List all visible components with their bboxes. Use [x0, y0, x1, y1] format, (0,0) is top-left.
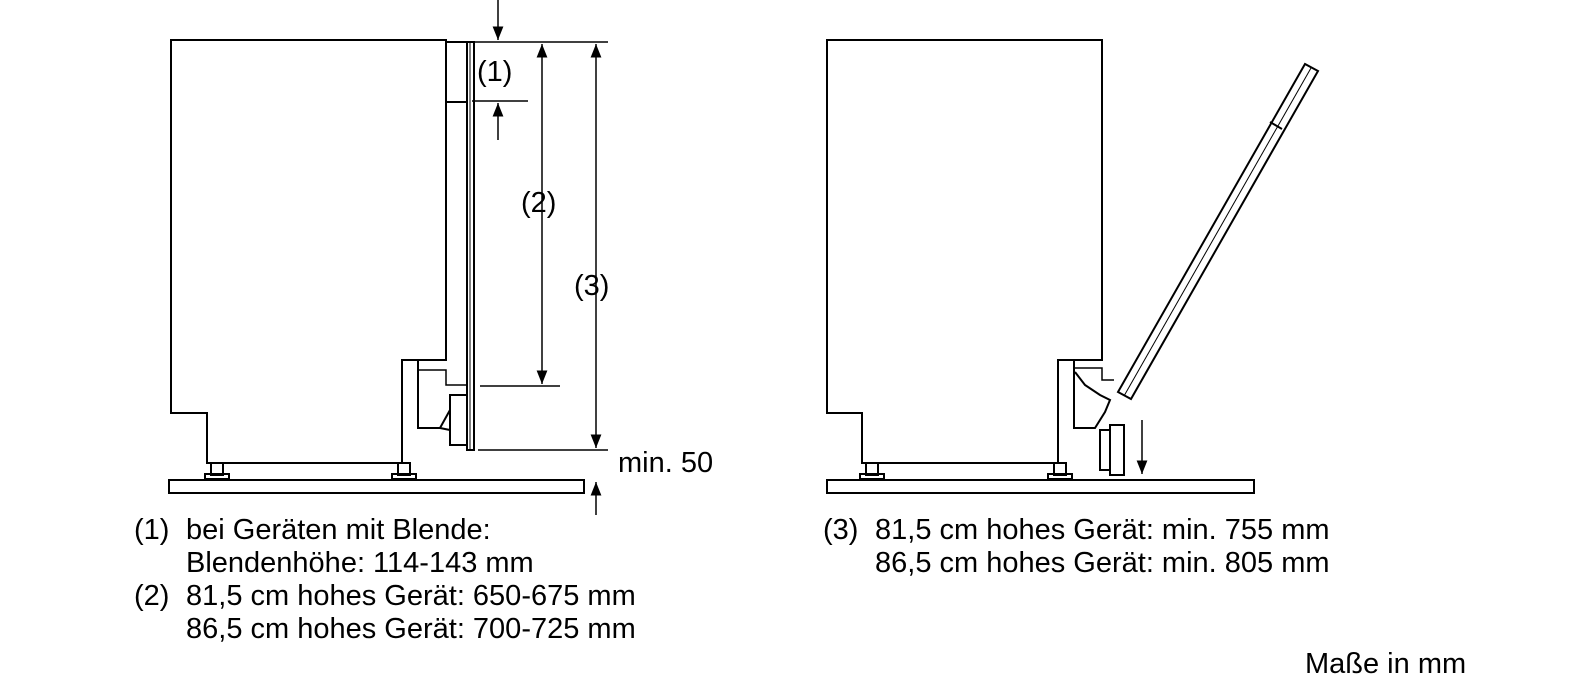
legend-num: (1)	[134, 514, 170, 546]
floor-right	[826, 479, 1255, 494]
legend-line: Blendenhöhe: 114-143 mm	[186, 547, 534, 579]
legend-item-1: (1) bei Geräten mit Blende: Blendenhöhe:…	[134, 514, 636, 580]
legend-item-2: (2) 81,5 cm hohes Gerät: 650-675 mm 86,5…	[134, 580, 636, 646]
legend-left: (1) bei Geräten mit Blende: Blendenhöhe:…	[134, 514, 636, 646]
legend-num: (2)	[134, 580, 170, 612]
legend-line: bei Geräten mit Blende:	[186, 514, 491, 546]
legend-line: 86,5 cm hohes Gerät: 700-725 mm	[186, 613, 636, 645]
legend-line: 86,5 cm hohes Gerät: min. 805 mm	[875, 547, 1330, 579]
appliance-body-left	[170, 39, 447, 464]
left-figure-closed-door	[168, 39, 585, 494]
door-panel-right-tilted	[1116, 62, 1320, 401]
label-dim3: (3)	[574, 270, 609, 302]
right-figure-open-door	[826, 39, 1320, 494]
legend-line: 81,5 cm hohes Gerät: 650-675 mm	[186, 580, 636, 612]
label-min-gap: min. 50	[618, 447, 713, 479]
legend-line: 81,5 cm hohes Gerät: min. 755 mm	[875, 514, 1330, 546]
units-note: Maße in mm	[1305, 648, 1467, 680]
legend-right: (3) 81,5 cm hohes Gerät: min. 755 mm 86,…	[823, 514, 1330, 580]
label-dim1: (1)	[477, 56, 512, 88]
floor-left	[168, 479, 585, 494]
legend-num: (3)	[823, 514, 859, 546]
dimension-lines-left	[472, 0, 608, 515]
label-dim2: (2)	[521, 187, 556, 219]
decor-panel-left	[445, 41, 468, 103]
hinge-right	[1058, 359, 1112, 429]
appliance-body-right	[826, 39, 1103, 464]
legend-item-3: (3) 81,5 cm hohes Gerät: min. 755 mm 86,…	[823, 514, 1330, 580]
